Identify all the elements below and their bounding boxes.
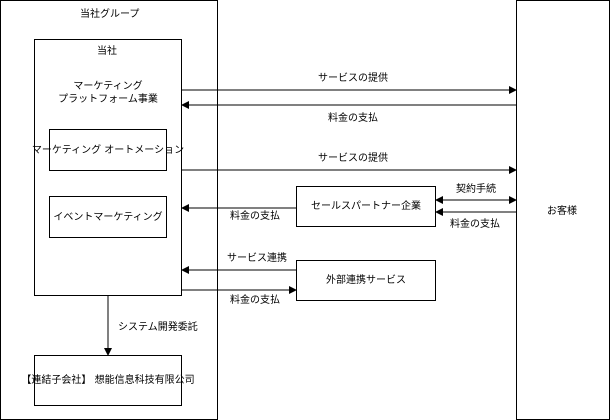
marketing-automation-label: マーケティング オートメーション <box>31 144 185 156</box>
flow-payment-partner-to-company: 料金の支払 <box>230 211 280 222</box>
marketing-platform-label: マーケティング プラットフォーム事業 <box>58 81 158 105</box>
event-marketing-box: イベントマーケティング <box>49 196 167 238</box>
company-title: 当社 <box>97 46 117 57</box>
sales-partner-box: セールスパートナー企業 <box>296 186 436 227</box>
sales-partner-label: セールスパートナー企業 <box>311 201 421 212</box>
group-title: 当社グループ <box>80 9 140 20</box>
external-service-label: 外部連携サービス <box>326 275 406 286</box>
subsidiary-label: 【連結子会社】 想能信息科技有限公司 <box>21 375 195 386</box>
flow-dev-outsource: システム開発委託 <box>118 322 198 333</box>
flow-service-link: サービス連携 <box>227 253 287 264</box>
flow-service-provide-2: サービスの提供 <box>318 153 388 164</box>
marketing-automation-box: マーケティング オートメーション <box>32 129 184 171</box>
customer-label: お客様 <box>547 206 577 217</box>
company-box <box>34 39 182 296</box>
flow-payment-to-external: 料金の支払 <box>230 295 280 306</box>
flow-service-provide-1: サービスの提供 <box>318 73 388 84</box>
flow-contract: 契約手続 <box>456 184 496 195</box>
flow-payment-1: 料金の支払 <box>328 113 378 124</box>
external-service-box: 外部連携サービス <box>296 260 436 301</box>
event-marketing-label: イベントマーケティング <box>53 211 163 223</box>
flow-payment-customer-to-partner: 料金の支払 <box>450 219 500 230</box>
